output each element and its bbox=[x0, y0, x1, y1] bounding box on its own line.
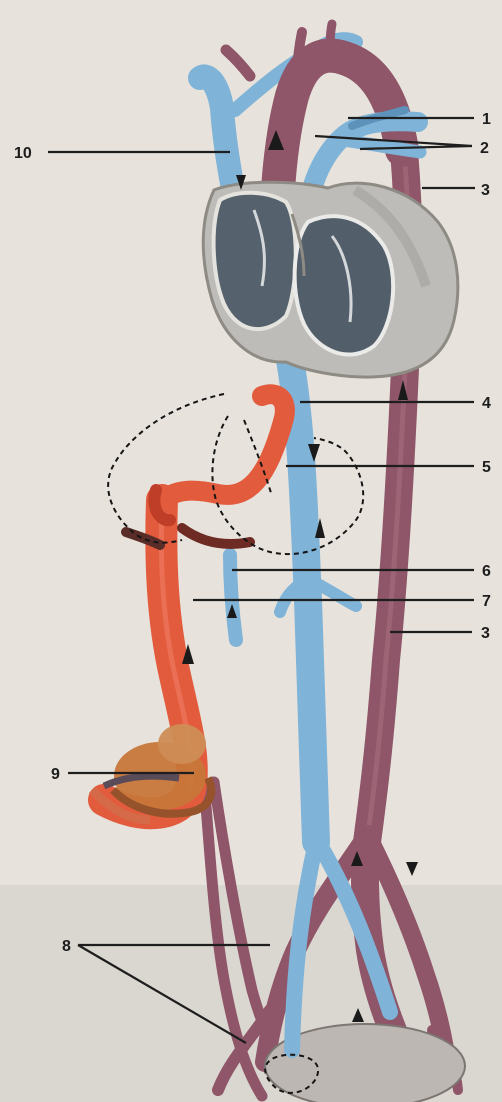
label-3-bottom: 3 bbox=[481, 625, 490, 642]
label-7: 7 bbox=[482, 593, 491, 610]
label-10: 10 bbox=[14, 145, 32, 162]
label-8: 8 bbox=[62, 938, 71, 955]
label-4: 4 bbox=[482, 395, 491, 412]
label-9: 9 bbox=[51, 766, 60, 783]
portal-vein bbox=[230, 555, 236, 640]
heart bbox=[203, 182, 458, 377]
label-2: 2 bbox=[480, 140, 489, 157]
brachiocephalic-artery bbox=[297, 32, 302, 112]
label-6: 6 bbox=[482, 563, 491, 580]
left-carotid-artery bbox=[330, 24, 332, 56]
label-5: 5 bbox=[482, 459, 491, 476]
label-3-top: 3 bbox=[481, 182, 490, 199]
label-1: 1 bbox=[482, 111, 491, 128]
